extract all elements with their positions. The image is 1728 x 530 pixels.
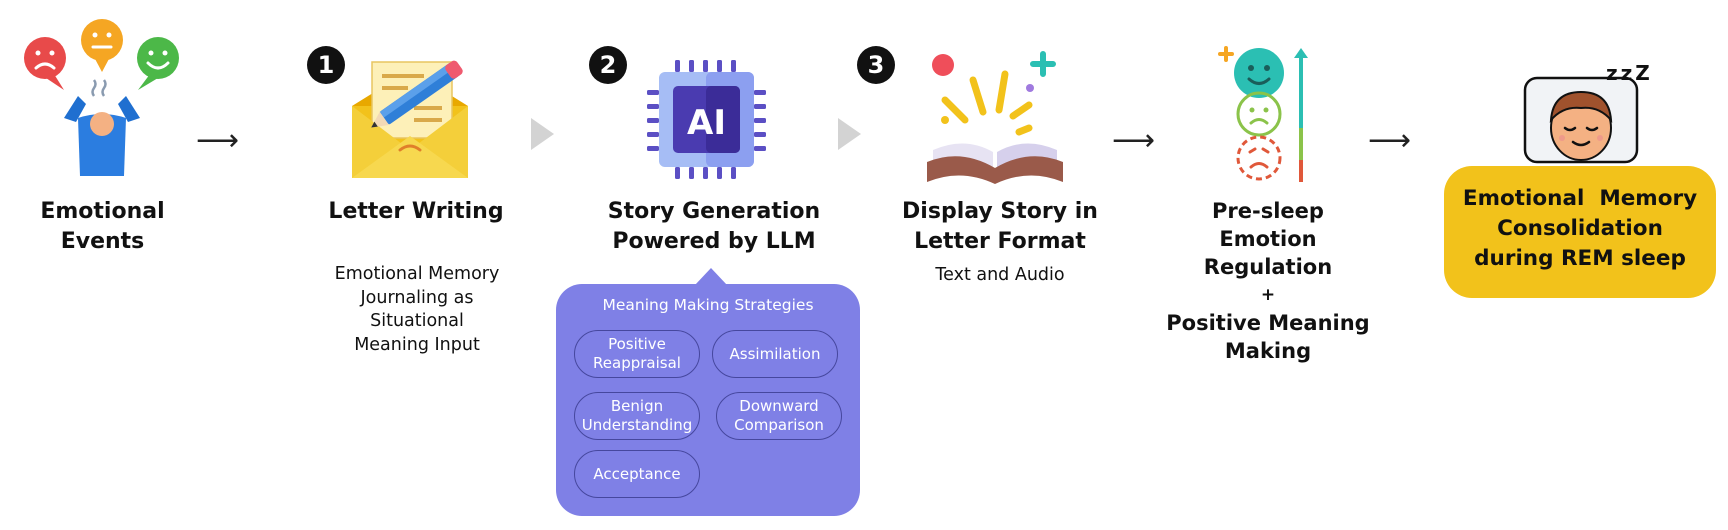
story-title-line2: Powered by LLM (612, 229, 816, 254)
letter-sub-line4: Meaning Input (354, 334, 480, 355)
stressed-person-icon (64, 96, 140, 176)
strategy-positive-reappraisal: Positive Reappraisal (574, 330, 700, 378)
step-3-badge: 3 (857, 46, 895, 84)
presleep-title-line1: Pre-sleep (1212, 199, 1324, 223)
emotional-events-title-line1: Emotional (40, 199, 165, 224)
mood-scale-icon (1218, 46, 1308, 182)
strategy-text: Acceptance (593, 464, 681, 483)
step-1-badge: 1 (307, 46, 345, 84)
strategy-text: Reappraisal (593, 354, 681, 372)
letter-envelope-icon (352, 60, 468, 178)
letter-writing-title: Letter Writing (328, 199, 504, 224)
presleep-title-line2: Emotion (1219, 227, 1317, 251)
strategy-acceptance: Acceptance (574, 450, 700, 498)
flow-connector-2 (838, 118, 861, 150)
emotional-events-icon (24, 19, 179, 176)
letter-writing-subtitle: Emotional Memory Journaling as Situation… (306, 263, 528, 357)
strategy-assimilation: Assimilation (712, 330, 838, 378)
emotional-events-title: Emotional Events (20, 197, 185, 257)
meaning-making-title: Meaning Making Strategies (602, 296, 814, 314)
sad-face-icon (24, 37, 66, 90)
display-story-title: Display Story in Letter Format (888, 197, 1112, 257)
flow-connector-1 (531, 118, 554, 150)
ai-chip-label: AI (687, 103, 726, 143)
presleep-title: Pre-sleep Emotion Regulation + Positive … (1158, 197, 1378, 365)
step-2-badge: 2 (589, 46, 627, 84)
presleep-plus: + (1260, 285, 1276, 305)
story-title-line1: Story Generation (607, 199, 821, 224)
display-title-line1: Display Story in (902, 199, 1098, 224)
presleep-title2-line2: Making (1224, 339, 1312, 363)
strategy-text: Downward (739, 397, 819, 415)
strategy-text: Positive (608, 335, 666, 353)
happy-face-icon (137, 37, 179, 90)
letter-sub-line2: Journaling as (360, 287, 474, 308)
meaning-making-panel (556, 284, 860, 516)
sleeping-person-icon: z z Z (1523, 61, 1650, 164)
ai-chip-icon: AI (647, 60, 766, 179)
rem-sleep-title: Emotional Memory Consolidation during RE… (1444, 184, 1716, 274)
sleep-z-text: z z Z (1606, 61, 1649, 85)
rem-title-line2: Consolidation (1497, 216, 1663, 241)
emotional-events-title-line2: Events (60, 229, 145, 254)
presleep-title-line3: Regulation (1203, 255, 1333, 279)
rem-title-line3: during REM sleep (1474, 246, 1686, 271)
strategy-downward-comparison: Downward Comparison (716, 392, 842, 440)
strategy-benign-understanding: Benign Understanding (574, 392, 700, 440)
letter-sub-line3: Situational (370, 311, 464, 331)
letter-sub-line1: Emotional Memory (334, 264, 500, 284)
flow-arrow-1: ⟶ (196, 123, 240, 158)
story-generation-title: Story Generation Powered by LLM (586, 197, 842, 257)
meaning-panel-pointer (695, 268, 727, 285)
strategy-text: Understanding (581, 416, 693, 434)
neutral-face-icon (81, 19, 123, 72)
strategy-text: Assimilation (729, 344, 821, 363)
display-story-subtitle: Text and Audio (935, 265, 1065, 285)
flow-arrow-2: ⟶ (1112, 123, 1156, 158)
display-title-line2: Letter Format (914, 229, 1086, 254)
presleep-title2-line1: Positive Meaning (1166, 311, 1370, 335)
strategy-text: Comparison (734, 416, 824, 434)
rem-sleep-box (1444, 166, 1716, 298)
rem-title-line1: Emotional Memory (1462, 186, 1698, 211)
open-book-icon (927, 51, 1063, 184)
strategy-text: Benign (610, 397, 664, 415)
flow-arrow-3: ⟶ (1368, 123, 1412, 158)
